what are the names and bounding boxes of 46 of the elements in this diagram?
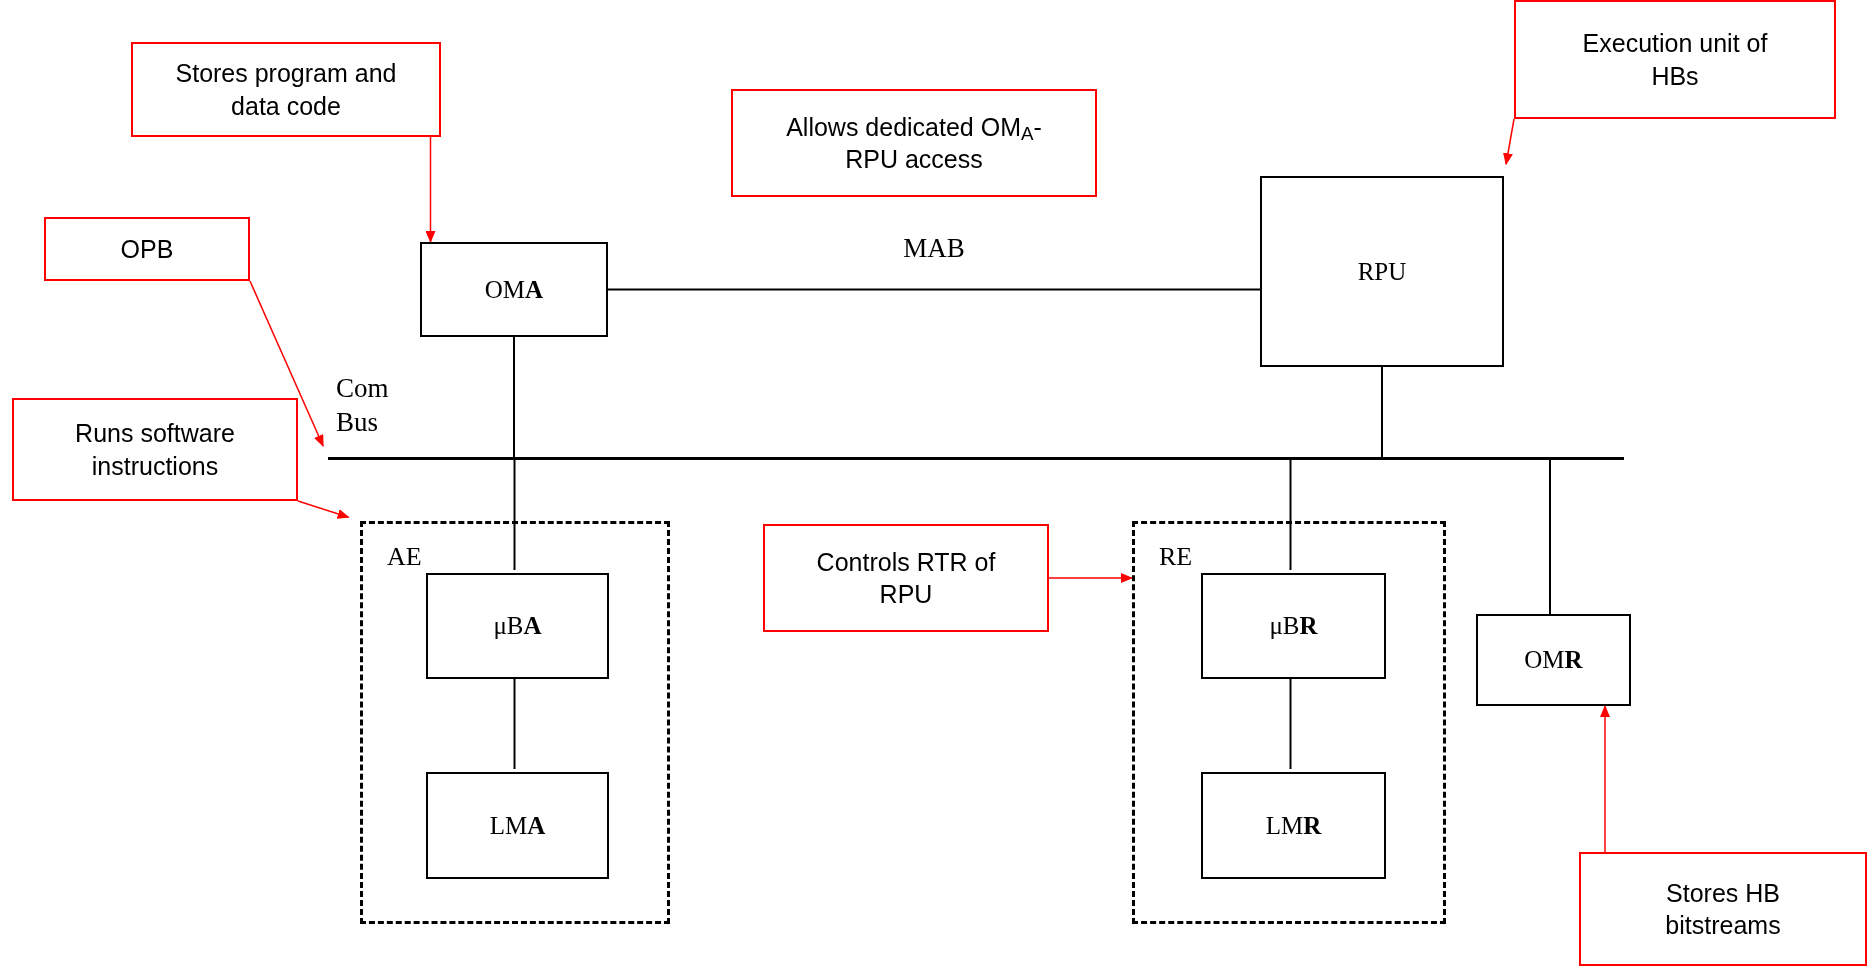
leader-arrow	[1048, 573, 1133, 583]
connector-line	[513, 459, 516, 571]
connector-line	[607, 288, 1261, 291]
bus-label: Com Bus	[336, 372, 390, 439]
node-label: RE	[1159, 542, 1193, 571]
connector-line	[1381, 366, 1383, 458]
node-label: AE	[387, 542, 422, 571]
node-label: OPB	[120, 233, 174, 265]
node-label: Controls RTR of RPU	[815, 546, 997, 610]
node-label: OMA	[484, 274, 544, 305]
callout-box	[1514, 0, 1836, 119]
node-label: Execution unit of HBs	[1581, 28, 1769, 92]
block-box	[426, 772, 609, 879]
node-label: μBR	[1269, 611, 1318, 642]
node-label: LMA	[489, 810, 546, 841]
leader-arrow	[425, 136, 436, 243]
leader-arrow	[249, 280, 324, 447]
node-label: μBA	[493, 611, 542, 642]
block-box	[1476, 614, 1631, 706]
block-box	[420, 242, 608, 337]
node-label: Allows dedicated OM$_{A}$-RPU access	[785, 111, 1043, 175]
dashed-group-box	[360, 521, 670, 924]
callout-box	[131, 42, 441, 137]
block-box	[1201, 772, 1386, 879]
node-label: LMR	[1265, 810, 1322, 841]
leader-arrow	[1600, 705, 1610, 853]
connector-line	[1289, 459, 1292, 571]
dashed-group-box	[1132, 521, 1446, 924]
block-box	[426, 573, 609, 679]
callout-box	[44, 217, 250, 281]
node-label: Stores HB bitstreams	[1664, 877, 1782, 941]
callout-box	[763, 524, 1049, 632]
callout-box	[12, 398, 298, 501]
connector-line	[1549, 459, 1551, 615]
leader-arrow	[297, 500, 350, 519]
node-label: Stores program and data code	[174, 58, 398, 122]
node-label: Runs software instructions	[74, 418, 236, 482]
block-box	[1260, 176, 1504, 367]
node-label: OMR	[1524, 645, 1583, 676]
connector-line	[513, 336, 515, 458]
bus-line	[328, 457, 1624, 460]
callout-box	[731, 89, 1097, 197]
callout-box	[1579, 852, 1867, 966]
leader-arrow	[1503, 118, 1515, 166]
block-box	[1201, 573, 1386, 679]
node-label: RPU	[1357, 256, 1407, 287]
